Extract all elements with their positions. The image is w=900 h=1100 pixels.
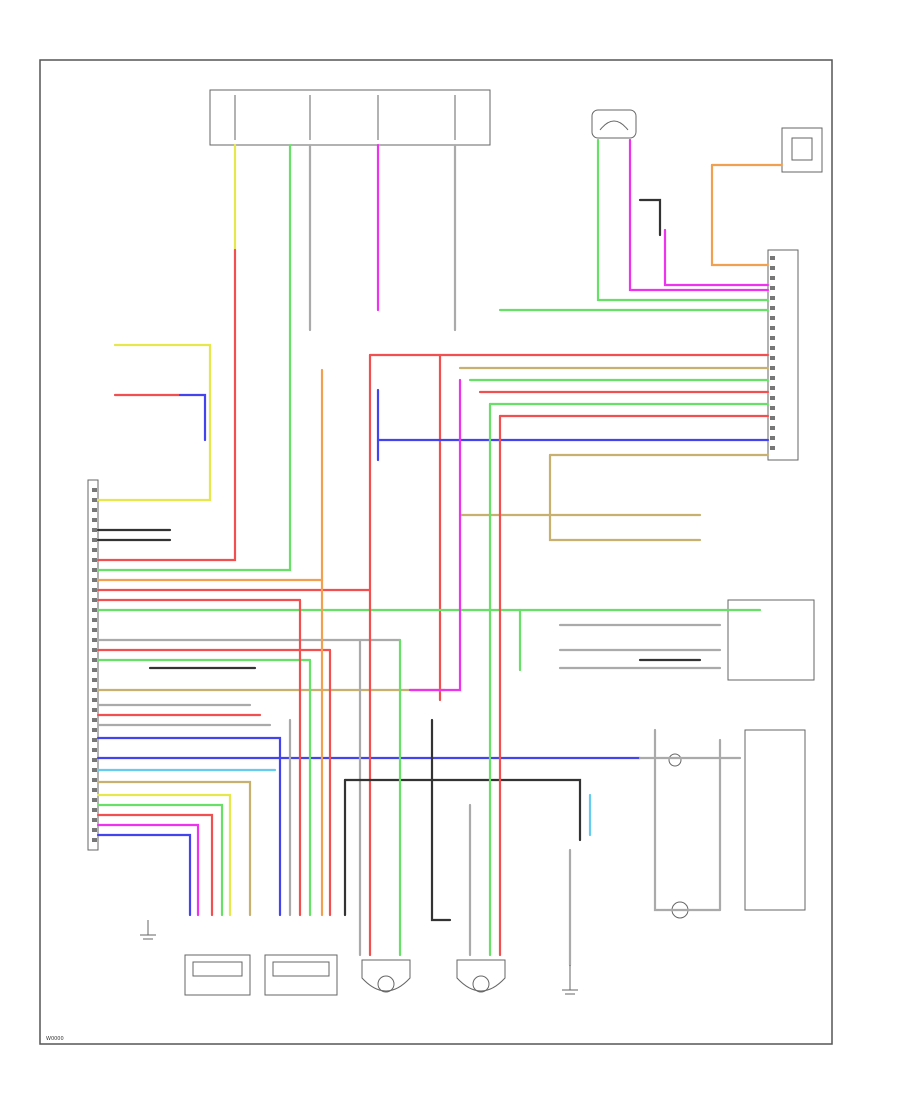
connector-pin <box>92 748 97 752</box>
bottom-lamp-2 <box>456 959 506 993</box>
wire-green <box>596 138 770 302</box>
connector-pin <box>770 256 775 260</box>
connector-pin <box>92 838 97 842</box>
connector-pin <box>92 808 97 812</box>
connector-pin <box>92 538 97 542</box>
connector-pin <box>92 638 97 642</box>
connector-pin <box>92 518 97 522</box>
wire-black <box>343 778 582 842</box>
connector-pin <box>92 618 97 622</box>
connector-pin <box>92 688 97 692</box>
connector-pin <box>770 376 775 380</box>
wire-tan <box>548 453 702 542</box>
ground-symbol-right <box>562 965 578 995</box>
wire-gray <box>653 728 722 912</box>
connector-pin <box>92 718 97 722</box>
diagram-frame <box>39 59 833 1045</box>
connector-pin <box>770 326 775 330</box>
actuator-component <box>781 127 823 173</box>
connector-pin <box>770 336 775 340</box>
connector-pin <box>770 276 775 280</box>
wire-group <box>92 138 784 967</box>
connector-pin <box>92 698 97 702</box>
bottom-connector-2 <box>264 954 338 996</box>
connector-pin <box>92 578 97 582</box>
connector-pin <box>92 758 97 762</box>
connector-pin <box>92 488 97 492</box>
connector-pin <box>92 628 97 632</box>
connector-pin <box>92 598 97 602</box>
connector-pin <box>770 416 775 420</box>
connector-pin <box>770 386 775 390</box>
connector-pin <box>92 728 97 732</box>
connector-pin <box>92 528 97 532</box>
connector-pin <box>770 296 775 300</box>
connector-pin <box>92 588 97 592</box>
connector-pin <box>770 436 775 440</box>
wire-blue <box>96 833 192 917</box>
connector-pin <box>770 426 775 430</box>
connector-pin <box>92 658 97 662</box>
connector-pin <box>92 778 97 782</box>
connector-pin <box>770 316 775 320</box>
wire-pink <box>628 138 770 292</box>
wire-pink <box>408 378 462 692</box>
connector-pin <box>92 768 97 772</box>
wire-blue <box>178 393 207 442</box>
lamp-component <box>591 109 637 139</box>
bottom-lamp-1 <box>361 959 411 993</box>
wire-black <box>430 718 452 922</box>
connector-pin <box>770 356 775 360</box>
connector-pin <box>92 828 97 832</box>
connector-pin <box>92 818 97 822</box>
wire-blue <box>96 736 282 917</box>
figure-code: W0000 <box>46 1036 64 1042</box>
wire-orange <box>710 163 770 267</box>
connector-pin <box>92 498 97 502</box>
wire-yellow <box>96 793 232 917</box>
connector-pin <box>770 286 775 290</box>
wire-red <box>96 813 214 917</box>
connector-pin <box>770 346 775 350</box>
connector-pin <box>92 608 97 612</box>
wire-black <box>638 198 662 237</box>
ground-symbol-left <box>140 920 156 940</box>
wire-pink <box>96 823 200 917</box>
connector-pin <box>92 648 97 652</box>
connector-pin <box>92 678 97 682</box>
left-controller-block <box>87 479 99 851</box>
connector-pin <box>92 508 97 512</box>
connector-pin <box>770 366 775 370</box>
fuse-relay-block <box>209 89 491 146</box>
connector-pin <box>92 668 97 672</box>
connector-pin <box>92 788 97 792</box>
wire-tan <box>96 780 252 917</box>
wire-green <box>96 143 292 572</box>
connector-pin <box>92 558 97 562</box>
connector-pin <box>770 266 775 270</box>
bottom-connector-1 <box>184 954 251 996</box>
wire-yellow <box>96 343 212 502</box>
connector-pin <box>770 446 775 450</box>
connector-pin <box>770 406 775 410</box>
connector-pin <box>770 306 775 310</box>
connector-pin <box>92 548 97 552</box>
connector-pin <box>770 396 775 400</box>
connector-pin <box>92 798 97 802</box>
connector-pin <box>92 708 97 712</box>
wire-green <box>96 803 224 917</box>
connector-pin <box>92 738 97 742</box>
connector-pin <box>92 568 97 572</box>
wire-red <box>96 248 237 562</box>
wire-pink <box>663 228 770 287</box>
